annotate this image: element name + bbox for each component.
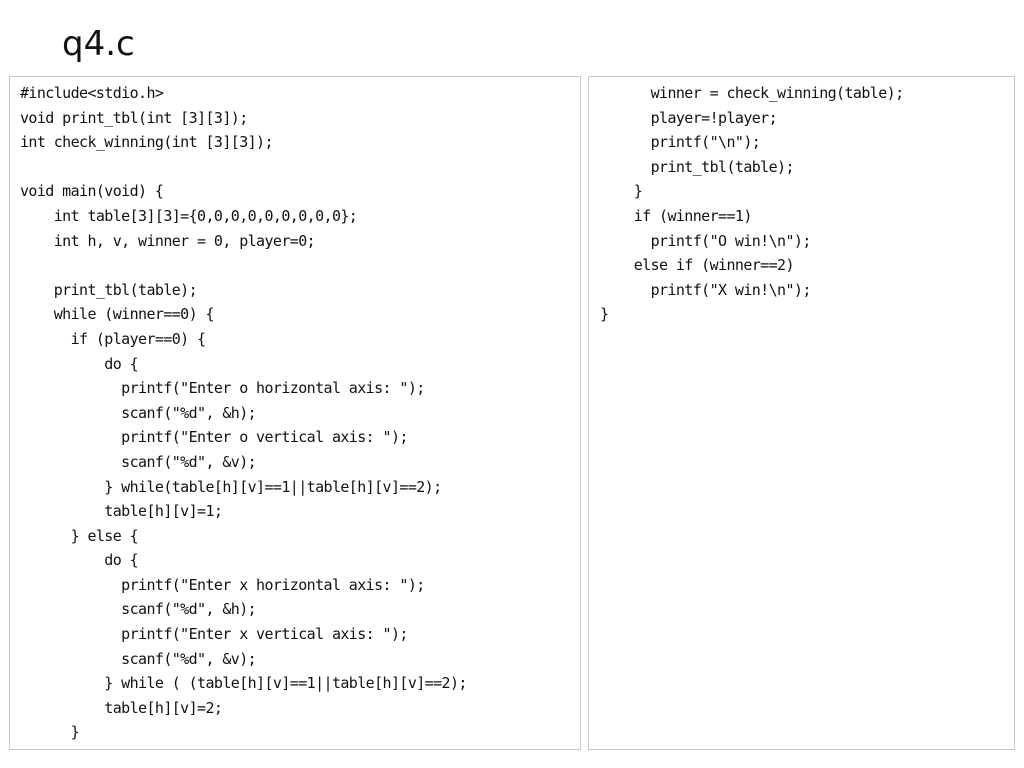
code-lines-right: winner = check_winning(table); player=!p… (589, 77, 1014, 327)
code-line: void main(void) { (20, 182, 164, 201)
code-line: scanf("%d", &h); (20, 403, 257, 422)
code-line: printf("Enter o vertical axis: "); (20, 428, 408, 447)
code-line: player=!player; (600, 108, 778, 127)
code-line: } while(table[h][v]==1||table[h][v]==2); (20, 477, 442, 496)
code-line (10, 155, 580, 180)
code-line: scanf("%d", &h); (20, 600, 257, 619)
code-line: print_tbl(table); (600, 157, 795, 176)
code-line: do { (20, 354, 139, 373)
code-line: while (winner==0) { (20, 305, 215, 324)
code-line: printf("Enter x vertical axis: "); (20, 625, 408, 644)
code-panel-left: #include<stdio.h> void print_tbl(int [3][… (9, 76, 581, 750)
code-line: int table[3][3]={0,0,0,0,0,0,0,0,0}; (20, 206, 358, 225)
code-line: scanf("%d", &v); (20, 649, 257, 668)
code-line: } (20, 723, 80, 742)
code-line: #include<stdio.h> (20, 84, 164, 102)
code-line: scanf("%d", &v); (20, 452, 257, 471)
code-line: printf("Enter o horizontal axis: "); (20, 379, 425, 398)
code-line: } (600, 182, 643, 201)
code-line: do { (20, 551, 139, 570)
code-line: winner = check_winning(table); (600, 84, 905, 102)
code-line: printf("O win!\n"); (600, 231, 812, 250)
code-line: table[h][v]=2; (20, 698, 223, 717)
code-line: if (winner==1) (600, 206, 753, 225)
code-line: printf("X win!\n"); (600, 280, 812, 299)
code-line: } else { (20, 526, 139, 545)
code-panel-right: winner = check_winning(table); player=!p… (588, 76, 1015, 750)
code-line: if (player==0) { (20, 329, 207, 348)
code-line: } while ( (table[h][v]==1||table[h][v]==… (20, 674, 467, 693)
code-line: int h, v, winner = 0, player=0; (20, 231, 316, 250)
code-line: int check_winning(int [3][3]); (20, 133, 274, 152)
code-line (10, 253, 580, 278)
code-line: printf("\n"); (600, 133, 761, 152)
code-line: table[h][v]=1; (20, 502, 223, 521)
code-line: printf("Enter x horizontal axis: "); (20, 575, 425, 594)
code-line: else if (winner==2) (600, 256, 795, 275)
code-line: void print_tbl(int [3][3]); (20, 108, 248, 127)
code-lines-left: #include<stdio.h> void print_tbl(int [3][… (10, 77, 580, 745)
code-line: } (600, 305, 609, 324)
code-line: print_tbl(table); (20, 280, 198, 299)
slide-title: q4.c (62, 24, 135, 64)
